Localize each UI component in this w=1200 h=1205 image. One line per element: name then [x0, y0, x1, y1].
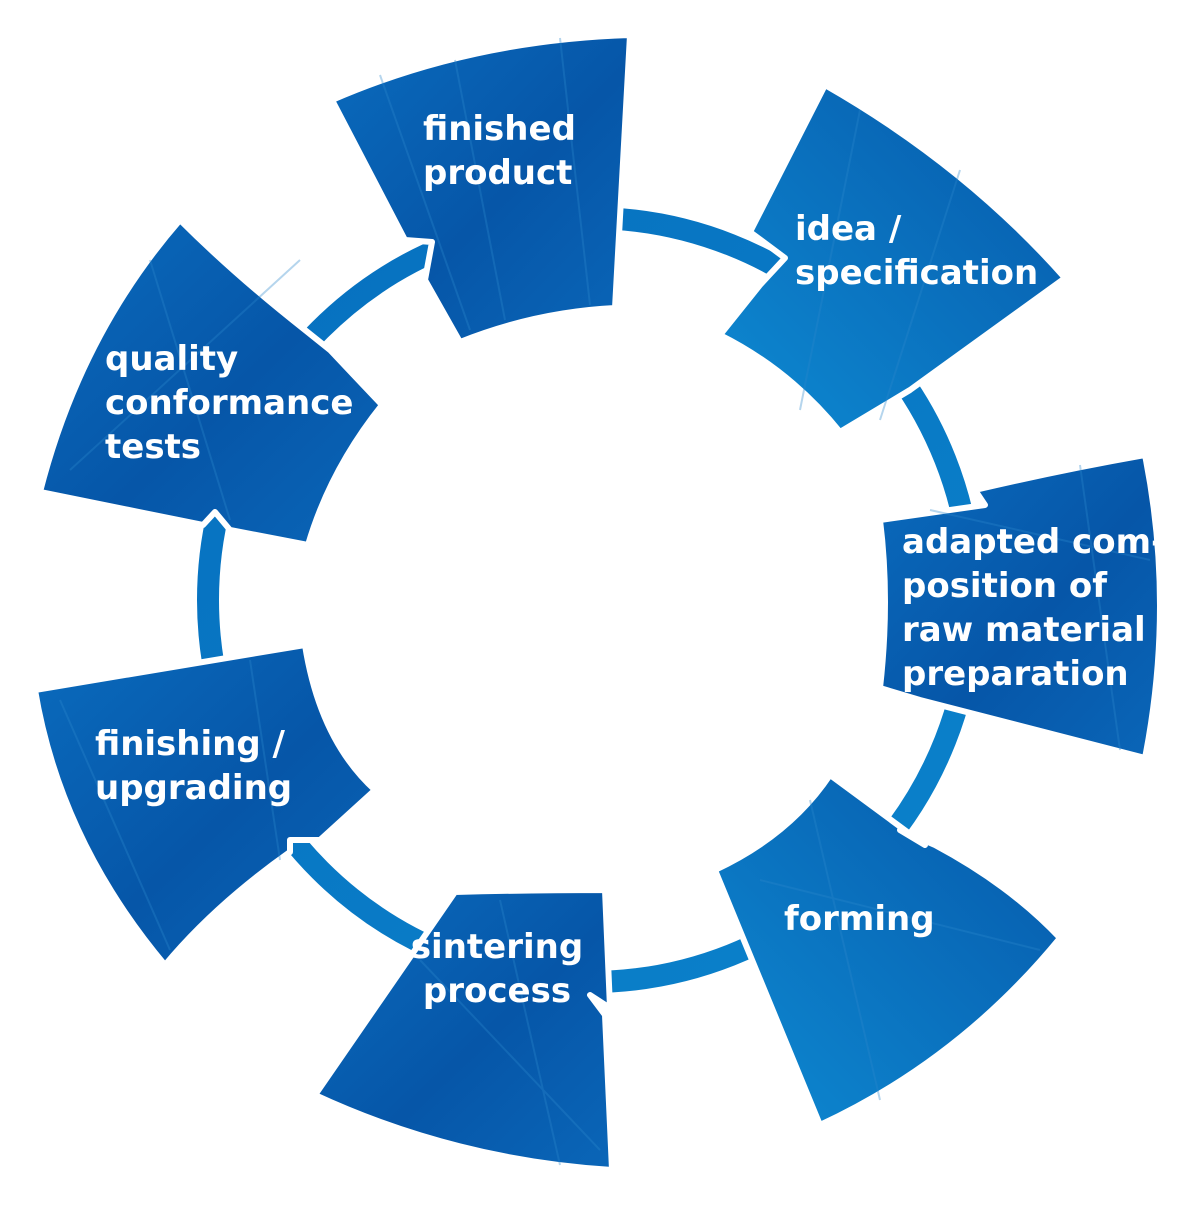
segment-quality-tests	[37, 217, 385, 548]
label-idea-specification: idea /specification	[795, 209, 1038, 293]
label-line: finishing /	[95, 724, 286, 764]
label-line: position of	[902, 566, 1108, 606]
label-line: quality	[105, 339, 238, 379]
label-line: preparation	[902, 654, 1129, 694]
segment-idea-specification	[717, 82, 1068, 435]
segment-sintering-process	[312, 887, 615, 1173]
label-line: adapted com-	[902, 522, 1165, 562]
label-line: specification	[795, 253, 1038, 293]
label-line: forming	[784, 899, 935, 939]
label-line: raw material /	[902, 610, 1170, 650]
segment-adapted-composition	[877, 452, 1163, 761]
label-line: upgrading	[95, 768, 292, 808]
label-line: idea /	[795, 209, 902, 249]
label-finishing-upgrading: finishing /upgrading	[95, 724, 292, 808]
label-forming: forming	[784, 899, 935, 939]
label-line: conformance	[105, 383, 353, 423]
label-line: tests	[105, 427, 201, 467]
label-line: sintering	[411, 927, 583, 967]
label-line: finished	[423, 109, 576, 149]
label-line: product	[423, 153, 572, 193]
segment-finished-product	[329, 32, 633, 345]
segment-forming	[712, 772, 1063, 1128]
label-line: process	[423, 971, 571, 1011]
segment-finishing-upgrading	[32, 642, 378, 968]
